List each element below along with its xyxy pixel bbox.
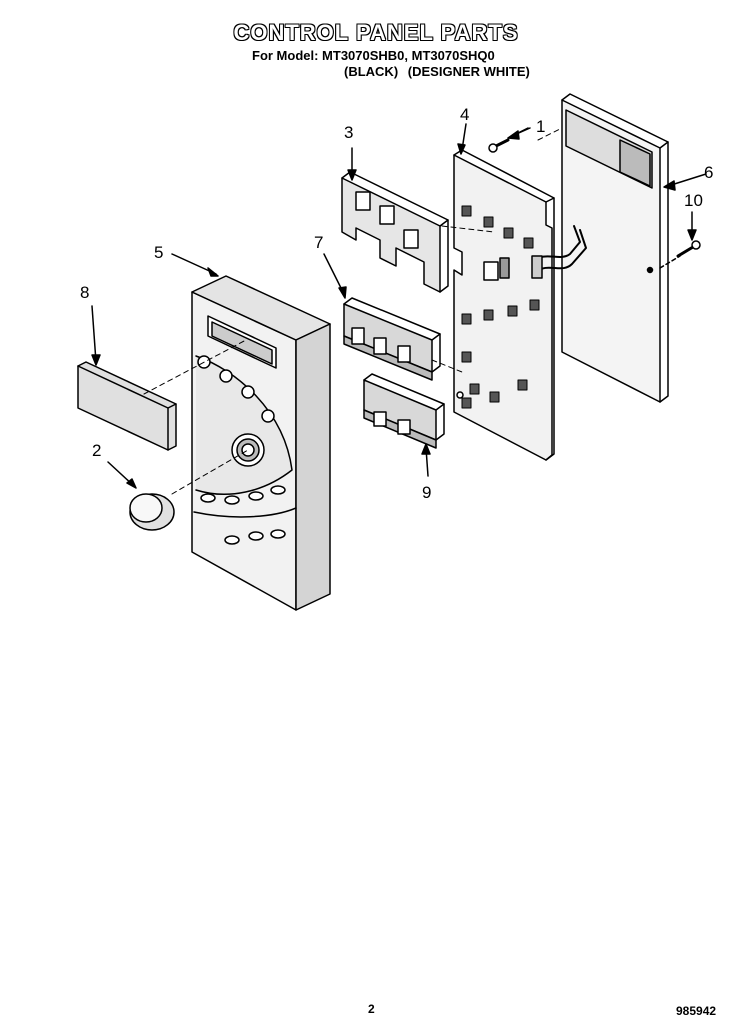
callout-9: 9 <box>422 483 431 502</box>
assembly-lines <box>143 127 563 495</box>
callout-6: 6 <box>704 163 713 182</box>
page-title: CONTROL PANEL PARTS <box>233 20 519 45</box>
callout-5: 5 <box>154 243 163 262</box>
callout-1: 1 <box>536 117 545 136</box>
callout-8: 8 <box>80 283 89 302</box>
page-number: 2 <box>368 1002 375 1016</box>
callout-7: 7 <box>314 233 323 252</box>
part-10-screw <box>659 240 701 269</box>
part-7-key-holder <box>343 297 441 381</box>
part-4-control-board <box>453 149 587 461</box>
part-6-cover-panel <box>561 93 669 403</box>
model-line: For Model: MT3070SHB0, MT3070SHQ0 <box>252 48 495 63</box>
part-2-knob <box>129 493 175 531</box>
document-code: 985942 <box>676 1004 717 1018</box>
part-8-overlay <box>77 361 177 451</box>
variant-line: (BLACK) (DESIGNER WHITE) <box>344 64 536 79</box>
leader-lines <box>91 123 707 489</box>
part-5-control-panel <box>191 275 331 611</box>
callout-10: 10 <box>684 191 703 210</box>
part-3-key-holder <box>341 171 449 293</box>
part-9-key-holder <box>363 373 445 449</box>
variant-black: (BLACK) <box>344 64 399 79</box>
callout-3: 3 <box>344 123 353 142</box>
callout-2: 2 <box>92 441 101 460</box>
callout-4: 4 <box>460 105 469 124</box>
variant-designer-white: (DESIGNER WHITE) <box>407 64 530 79</box>
